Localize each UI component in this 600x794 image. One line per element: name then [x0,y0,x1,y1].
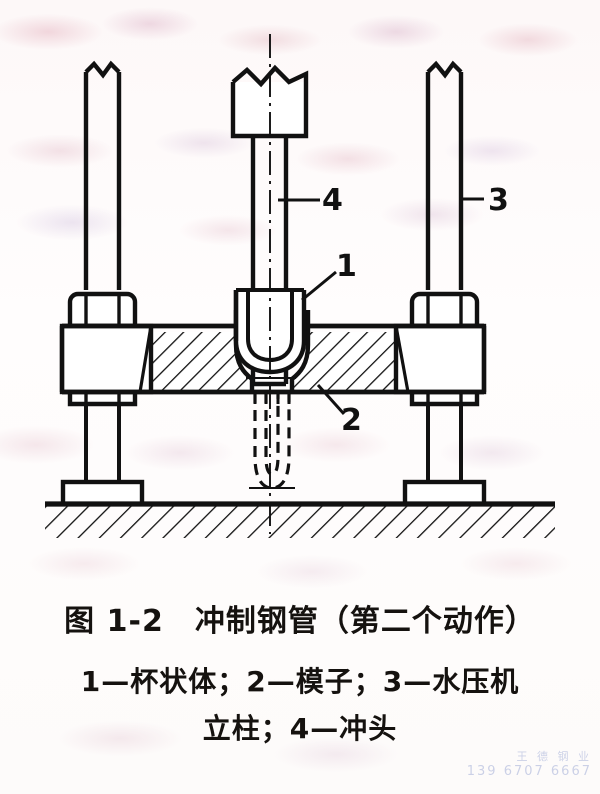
figure-legend-line-1: 1—杯状体；2—模子；3—水压机 [80,665,520,698]
formed-tube-phantom [253,392,291,490]
ground-foundation [45,501,555,538]
callout-label-2: 2 [341,403,362,438]
press-column-left [60,60,145,507]
callout-label-1: 1 [336,249,357,284]
watermark-company-name: 王 德 钢 业 [516,750,592,763]
figure-title: 图 1-2 冲制钢管（第二个动作） [64,604,536,639]
technical-drawing: 1 2 3 4 [45,34,555,538]
die-block [59,310,487,395]
callout-label-3: 3 [488,183,509,218]
watermark-phone-number: 139 6707 6667 [466,764,592,779]
centre-line-ticks [246,377,296,489]
figure-legend-line-2: 立柱；4—冲头 [202,712,398,745]
formed-tube-phantom-top-caps [253,392,291,404]
callout-label-4: 4 [322,183,343,218]
leader-lines [278,197,484,416]
press-column-right [402,60,487,507]
